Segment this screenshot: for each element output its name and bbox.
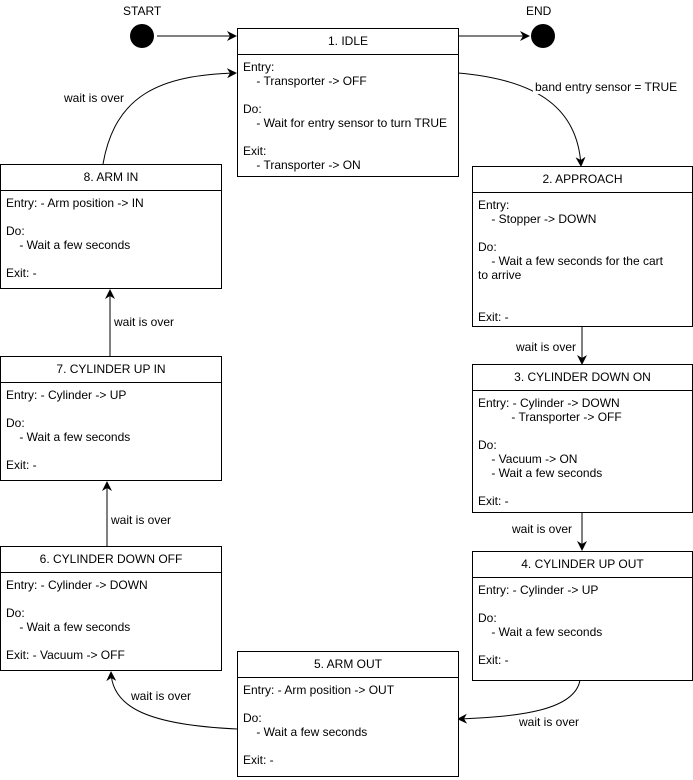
state-body: Entry: - Cylinder -> UP Do: - Wait a few… xyxy=(478,583,603,667)
transition-label-cylinder-up-out-to-arm-out: wait is over xyxy=(517,715,582,729)
state-title: 1. IDLE xyxy=(238,29,458,55)
cyl-up-out-to-arm-out-arrow xyxy=(457,679,581,724)
start-node xyxy=(130,24,154,48)
state-body: Entry: - Transporter -> OFF Do: - Wait f… xyxy=(243,60,448,172)
arm-out-to-cyl-down-off-arrow xyxy=(106,671,238,730)
state-cylinder-down-on: 3. CYLINDER DOWN ON Entry: - Cylinder ->… xyxy=(472,364,693,513)
transition-label-arm-out-to-cylinder-down-off: wait is over xyxy=(129,689,194,703)
state-title: 8. ARM IN xyxy=(1,165,221,191)
state-body: Entry: - Cylinder -> UP Do: - Wait a few… xyxy=(6,388,131,472)
arm-in-to-idle-arrow xyxy=(102,68,237,165)
state-cylinder-up-out: 4. CYLINDER UP OUT Entry: - Cylinder -> … xyxy=(472,551,693,681)
transition-label-approach-to-cylinder-down-on: wait is over xyxy=(514,340,579,354)
state-arm-out: 5. ARM OUT Entry: - Arm position -> OUT … xyxy=(237,651,459,777)
transition-label-cylinder-down-on-to-cylinder-up-out: wait is over xyxy=(510,522,575,536)
state-title: 2. APPROACH xyxy=(473,167,692,193)
state-title: 6. CYLINDER DOWN OFF xyxy=(1,547,221,573)
state-idle: 1. IDLE Entry: - Transporter -> OFF Do: … xyxy=(237,28,459,177)
state-approach: 2. APPROACH Entry: - Stopper -> DOWN Do:… xyxy=(472,166,693,327)
state-cylinder-up-in: 7. CYLINDER UP IN Entry: - Cylinder -> U… xyxy=(0,356,222,481)
transition-label-cylinder-down-off-to-cylinder-up-in: wait is over xyxy=(109,513,174,527)
idle-to-approach-arrow xyxy=(457,72,586,167)
transition-label-idle-to-approach: band entry sensor = TRUE xyxy=(533,80,680,94)
state-body: Entry: - Cylinder -> DOWN - Transporter … xyxy=(478,396,622,508)
state-body: Entry: - Cylinder -> DOWN Do: - Wait a f… xyxy=(6,578,148,662)
state-body: Entry: - Stopper -> DOWN Do: - Wait a fe… xyxy=(478,198,663,324)
state-title: 5. ARM OUT xyxy=(238,652,458,678)
state-cylinder-down-off: 6. CYLINDER DOWN OFF Entry: - Cylinder -… xyxy=(0,546,222,671)
transition-label-cylinder-up-in-to-arm-in: wait is over xyxy=(112,315,177,329)
end-node xyxy=(531,24,555,48)
state-arm-in: 8. ARM IN Entry: - Arm position -> IN Do… xyxy=(0,164,222,289)
start-label: START xyxy=(123,4,162,18)
end-label: END xyxy=(526,4,552,18)
state-body: Entry: - Arm position -> OUT Do: - Wait … xyxy=(243,683,395,767)
transition-label-arm-in-to-idle: wait is over xyxy=(62,91,127,105)
state-body: Entry: - Arm position -> IN Do: - Wait a… xyxy=(6,196,144,280)
state-title: 4. CYLINDER UP OUT xyxy=(473,552,692,578)
state-title: 7. CYLINDER UP IN xyxy=(1,357,221,383)
state-title: 3. CYLINDER DOWN ON xyxy=(473,365,692,391)
